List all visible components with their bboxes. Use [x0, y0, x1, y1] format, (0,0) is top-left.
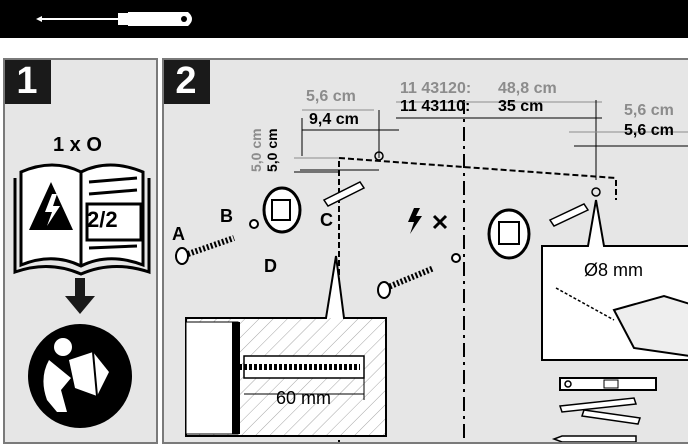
read-manual-icon	[28, 324, 132, 428]
dim-left-black: 9,4 cm	[309, 111, 359, 128]
drill-icon	[555, 287, 688, 357]
model-a-label: 11 43120:	[400, 80, 472, 97]
electric-warning-icon	[408, 208, 448, 234]
depth-label: 60 mm	[276, 388, 332, 408]
folding-rule-icon	[558, 397, 641, 425]
dim-left-gray: 5,6 cm	[306, 88, 356, 105]
part-c-label: C	[320, 210, 333, 230]
header-bar	[0, 0, 688, 38]
dim-right-gray: 5,6 cm	[624, 102, 674, 119]
wall-plug-icon	[322, 181, 366, 207]
model-b-value: 35 cm	[498, 98, 544, 115]
screwdriver-icon	[36, 12, 192, 26]
manual-page-label: 2/2	[87, 207, 118, 232]
vert-gray: 5,0 cm	[248, 128, 264, 172]
part-a-label: A	[172, 224, 185, 244]
spirit-level-icon	[559, 377, 657, 391]
drill-diameter-label: Ø8 mm	[584, 260, 644, 280]
washer-icon	[249, 219, 259, 229]
electric-hazard-icon	[29, 182, 73, 230]
quantity-label: 1 x O	[53, 134, 102, 156]
vert-black: 5,0 cm	[264, 128, 280, 172]
step-2-number: 2	[164, 60, 210, 104]
part-b-label: B	[220, 206, 233, 226]
step-2-panel: 2	[162, 58, 688, 444]
step-1-panel: 1 1 x O 2/2	[3, 58, 158, 444]
model-a-value: 48,8 cm	[498, 80, 557, 97]
manual-book-icon	[13, 163, 151, 428]
installation-diagram	[175, 100, 688, 442]
part-d-label: D	[264, 256, 277, 276]
mounting-bracket-icon	[262, 186, 302, 234]
arrow-down-icon	[65, 278, 95, 314]
screw-icon	[175, 235, 235, 265]
model-b-label: 11 43110:	[400, 98, 471, 115]
step-1-number: 1	[5, 60, 51, 104]
dim-right-black: 5,6 cm	[624, 122, 674, 139]
pencil-icon	[551, 435, 637, 442]
